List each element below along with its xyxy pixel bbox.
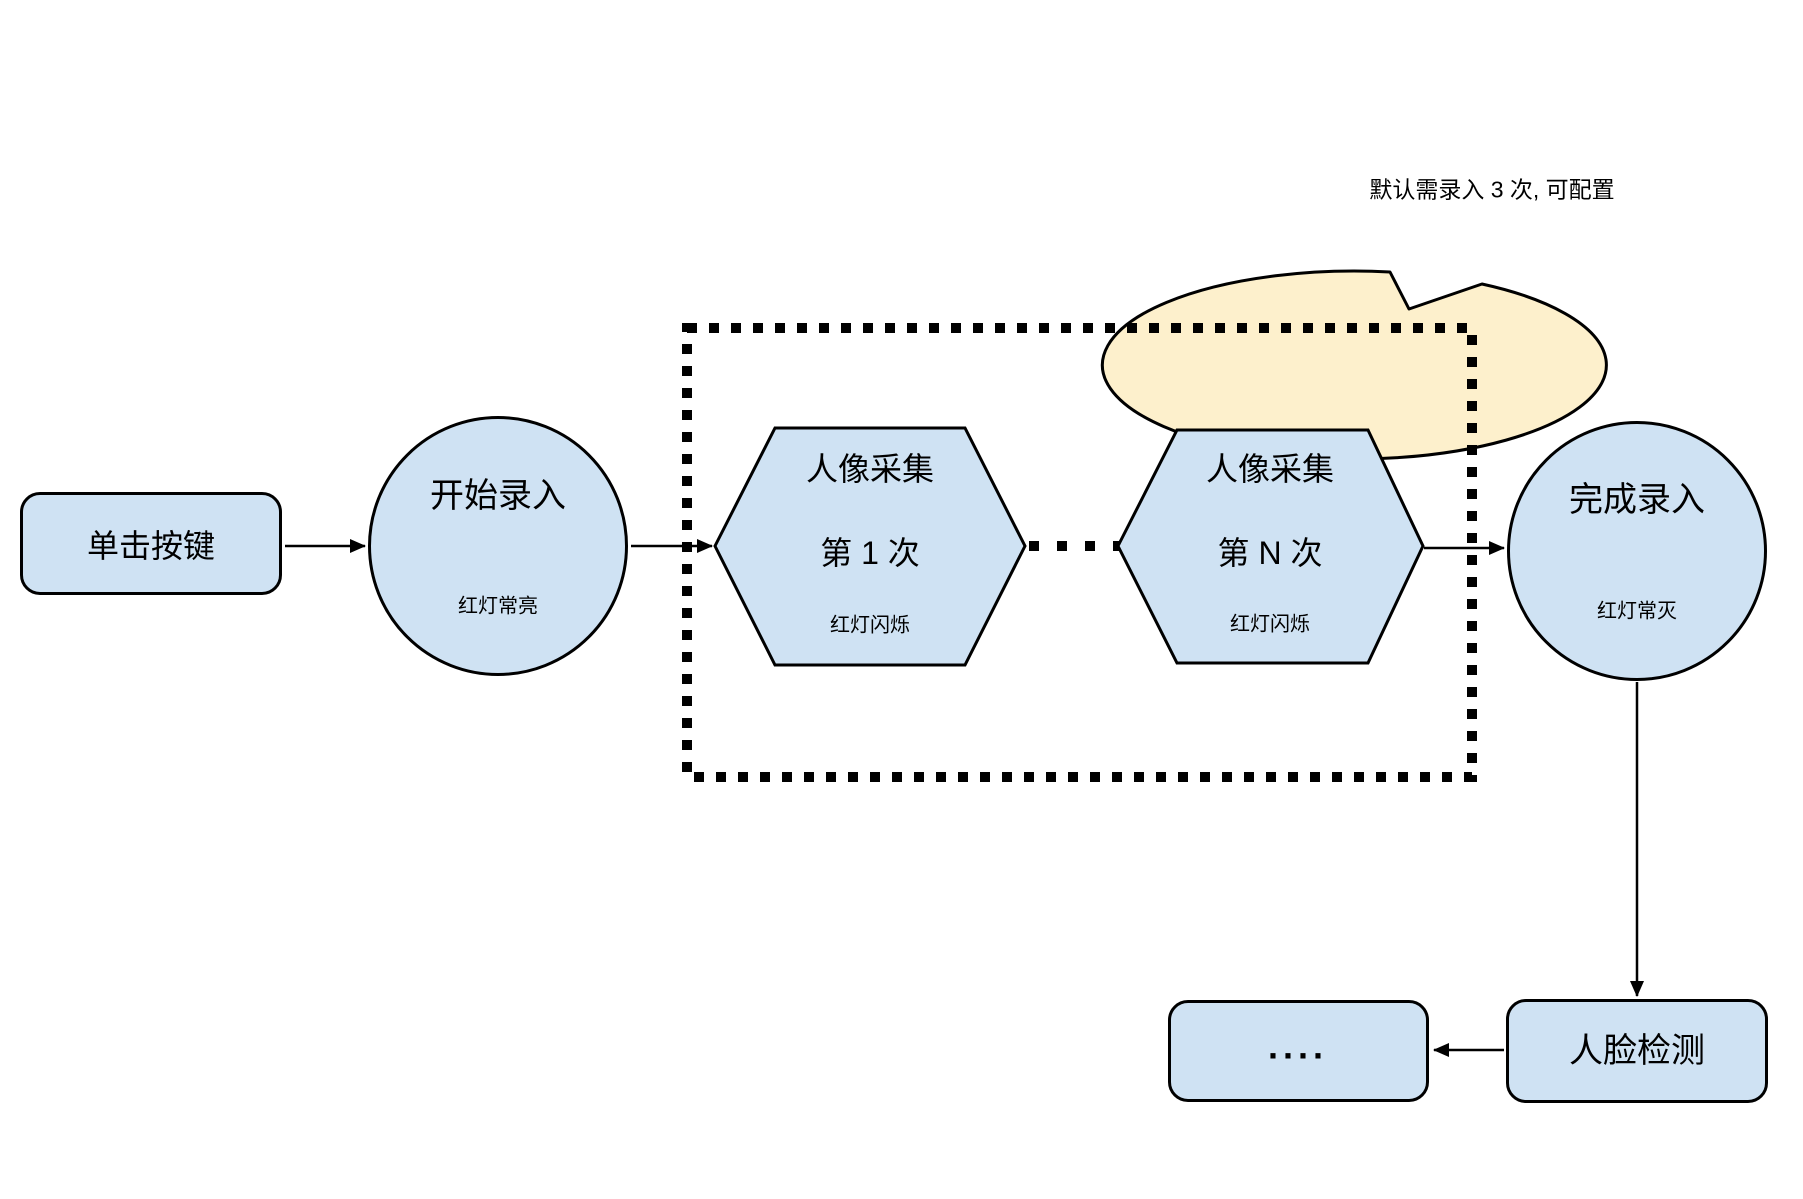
capture-first-line1: 人像采集 [805,451,935,487]
capture-nth-sublabel: 红灯闪烁 [1230,613,1310,636]
finish-entry-circle [1507,421,1767,681]
callout-text: 默认需录入 3 次, 可配置 [1369,176,1615,203]
capture-first-hexagon [713,426,1027,667]
finish-entry-sublabel: 红灯常灭 [1597,600,1677,623]
capture-first-line2: 第 1 次 [820,535,920,571]
finish-entry-label: 完成录入 [1569,480,1705,519]
capture-nth-line1: 人像采集 [1205,451,1335,487]
start-entry-label: 开始录入 [430,476,566,515]
capture-first-sublabel: 红灯闪烁 [830,614,910,637]
click-button-node [20,492,282,595]
start-entry-sublabel: 红灯常亮 [458,595,538,618]
face-detect-label: 人脸检测 [1569,1031,1705,1070]
capture-nth-hexagon [1116,428,1425,665]
start-entry-circle [368,416,628,676]
click-button-label: 单击按键 [86,528,216,564]
ellipsis-node [1168,1000,1429,1102]
ellipsis-label: .... [1267,1025,1329,1067]
capture-nth-line2: 第 N 次 [1217,535,1323,571]
face-detect-node [1506,999,1768,1103]
